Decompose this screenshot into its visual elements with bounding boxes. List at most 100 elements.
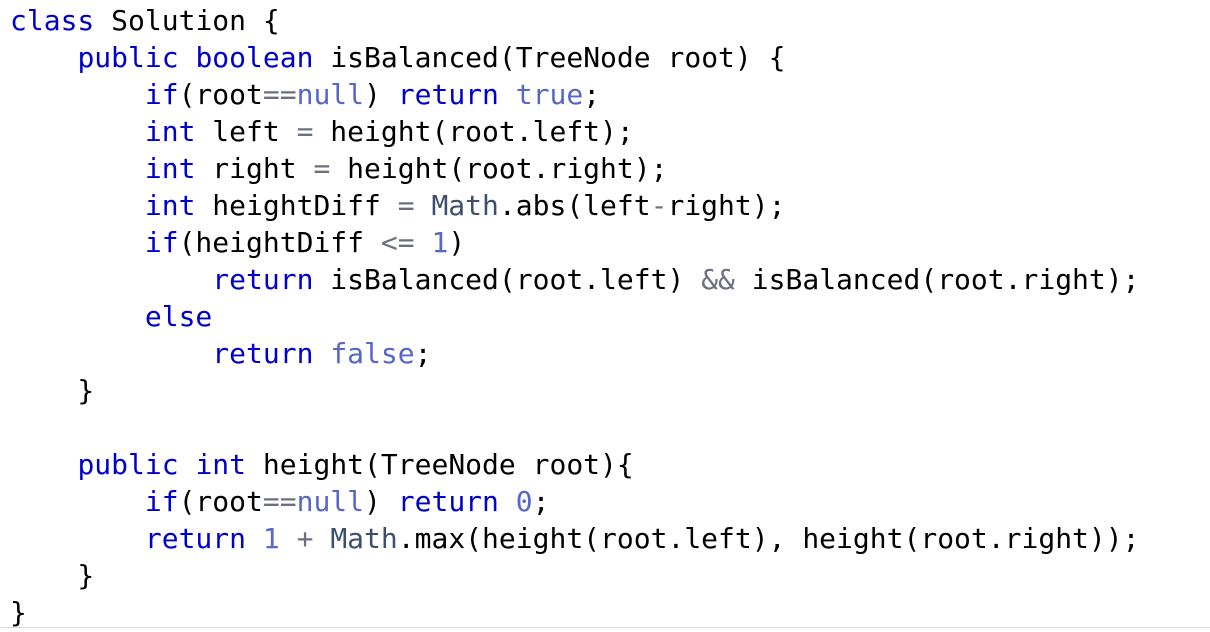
code-editor: class Solution { public boolean isBalanc… — [10, 2, 1139, 631]
code-token: height(root.left); — [313, 115, 634, 148]
code-token: - — [650, 189, 668, 222]
code-token — [10, 189, 145, 222]
code-line: } — [10, 594, 1139, 631]
code-token: heightDiff — [195, 189, 398, 222]
code-token: false — [330, 337, 415, 370]
code-token — [499, 485, 516, 518]
code-token: return — [212, 337, 314, 370]
code-token: if — [144, 485, 179, 518]
code-token — [10, 226, 145, 259]
code-token: if — [144, 226, 179, 259]
code-line: public boolean isBalanced(TreeNode root)… — [10, 39, 1139, 76]
code-token: ) — [364, 485, 398, 518]
code-token: int — [144, 115, 196, 148]
code-token: = — [313, 152, 331, 185]
code-token — [10, 263, 212, 296]
code-line: return isBalanced(root.left) && isBalanc… — [10, 261, 1139, 298]
code-token — [313, 337, 330, 370]
code-token — [415, 189, 432, 222]
code-token: isBalanced(root.left) — [313, 263, 702, 296]
code-token: == — [262, 485, 297, 518]
code-token: ; — [414, 337, 432, 370]
code-token: left — [195, 115, 297, 148]
code-line: int left = height(root.left); — [10, 113, 1139, 150]
code-token: 1 — [262, 522, 280, 555]
code-token: (root — [178, 485, 263, 518]
code-token: return — [144, 522, 247, 555]
code-token — [10, 41, 77, 74]
code-token: isBalanced(TreeNode root) { — [313, 41, 786, 74]
code-token: class — [10, 4, 95, 37]
code-token — [10, 115, 145, 148]
code-token: <= — [380, 226, 415, 259]
code-token: isBalanced(root.right); — [734, 263, 1140, 296]
code-token: height(root.right); — [330, 152, 668, 185]
code-line: if(heightDiff <= 1) — [10, 224, 1139, 261]
code-token: public — [77, 41, 179, 74]
code-token: right); — [667, 189, 786, 222]
code-token — [313, 522, 330, 555]
code-token — [280, 522, 297, 555]
code-line: int heightDiff = Math.abs(left-right); — [10, 187, 1139, 224]
code-token: Math — [431, 189, 499, 222]
code-token: int — [144, 189, 196, 222]
code-token: Solution { — [94, 4, 280, 37]
code-token: } — [10, 374, 95, 407]
code-token — [10, 337, 212, 370]
code-token: return — [212, 263, 314, 296]
code-token: ) — [448, 226, 466, 259]
code-token: } — [10, 596, 27, 629]
code-line: else — [10, 298, 1139, 335]
code-line: int right = height(root.right); — [10, 150, 1139, 187]
code-token: null — [296, 78, 365, 111]
code-token — [179, 41, 196, 74]
code-line: return false; — [10, 335, 1139, 372]
code-token: + — [296, 522, 314, 555]
bottom-divider — [0, 627, 1210, 628]
code-token: && — [701, 263, 735, 296]
code-token — [10, 152, 145, 185]
code-token — [499, 78, 516, 111]
code-token: else — [144, 300, 213, 333]
code-line: return 1 + Math.max(height(root.left), h… — [10, 520, 1140, 557]
code-token: if — [144, 78, 179, 111]
code-token: (root — [178, 78, 263, 111]
code-token: Math — [330, 522, 398, 555]
code-token: (heightDiff — [178, 226, 381, 259]
code-token: ) — [364, 78, 398, 111]
code-token: null — [296, 485, 365, 518]
code-line: } — [10, 557, 1139, 594]
code-token: height(TreeNode root){ — [246, 448, 634, 481]
code-line: class Solution { — [10, 2, 1139, 39]
code-line: public int height(TreeNode root){ — [10, 446, 1139, 483]
code-token — [246, 522, 263, 555]
code-line: } — [10, 372, 1139, 409]
code-line: if(root==null) return true; — [10, 76, 1139, 113]
code-token: return — [397, 78, 499, 111]
code-token — [415, 226, 432, 259]
code-token: return — [397, 485, 499, 518]
code-token: boolean — [195, 41, 314, 74]
code-token: true — [515, 78, 584, 111]
code-token — [10, 448, 77, 481]
code-token: public — [77, 448, 179, 481]
code-token: ; — [532, 485, 550, 518]
code-token: int — [144, 152, 196, 185]
code-token — [10, 78, 145, 111]
code-token — [10, 522, 145, 555]
code-token: right — [195, 152, 314, 185]
code-token: .max(height(root.left), height(root.righ… — [397, 522, 1140, 555]
code-line: if(root==null) return 0; — [10, 483, 1139, 520]
code-token: int — [195, 448, 247, 481]
code-token: == — [262, 78, 297, 111]
code-line — [10, 409, 1139, 446]
code-token — [10, 300, 145, 333]
code-token: = — [296, 115, 314, 148]
code-token: } — [10, 559, 95, 592]
code-token — [179, 448, 196, 481]
code-token: ; — [583, 78, 601, 111]
code-token: .abs(left — [498, 189, 651, 222]
code-token: 1 — [431, 226, 449, 259]
code-token — [10, 485, 145, 518]
code-token: = — [397, 189, 415, 222]
